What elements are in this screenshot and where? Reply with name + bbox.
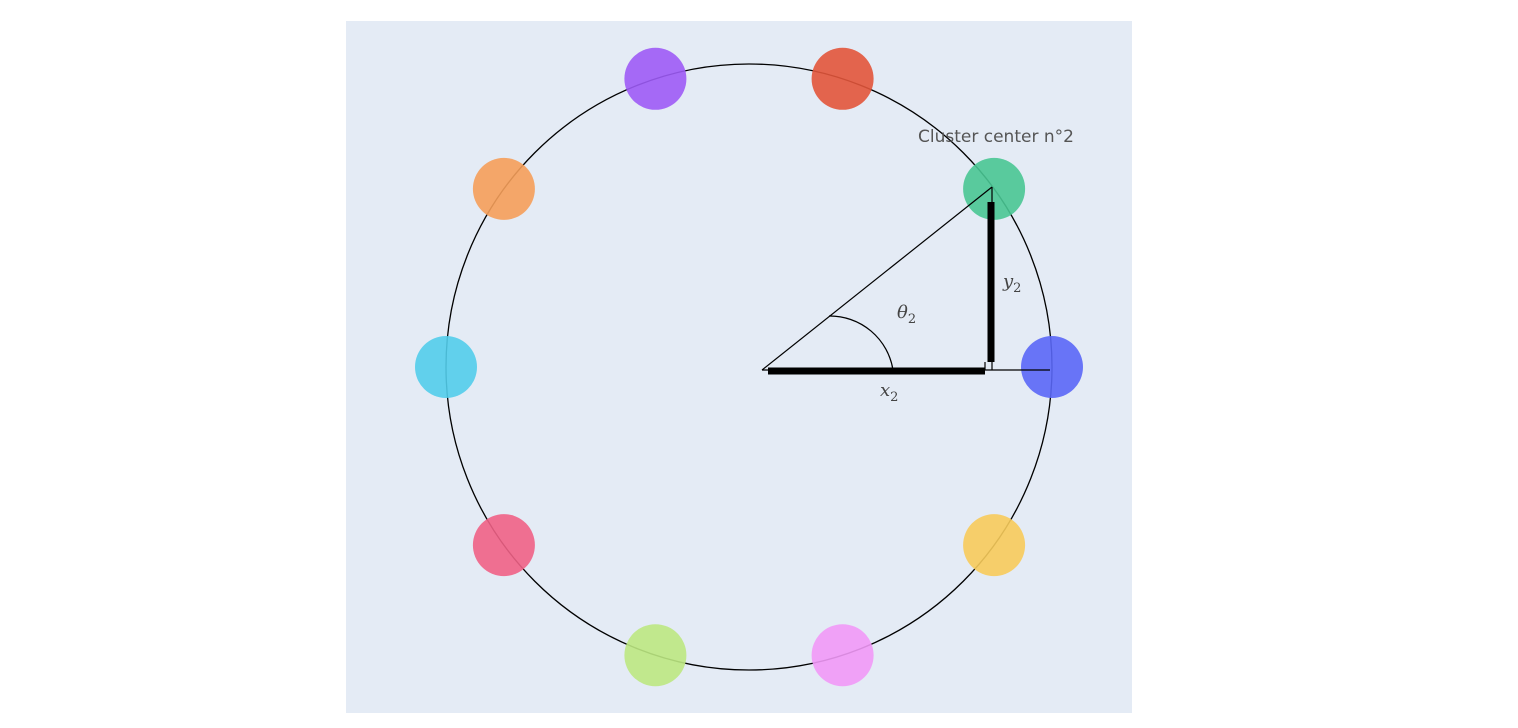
y-label: y2 xyxy=(1002,271,1021,296)
theta-arc xyxy=(828,315,894,371)
x-label: x2 xyxy=(880,380,898,405)
cluster-center-1 xyxy=(963,157,1026,220)
cluster-center-2 xyxy=(811,47,874,110)
cluster-center-5 xyxy=(415,336,477,398)
cluster-center-6 xyxy=(472,514,535,577)
cluster-center-3 xyxy=(624,47,687,110)
cluster-center-0 xyxy=(1021,336,1083,398)
radius-line xyxy=(761,186,993,371)
theta-label: θ2 xyxy=(897,302,916,327)
cluster-center-4 xyxy=(472,157,535,220)
cluster-center-8 xyxy=(811,624,874,687)
cluster-center-9 xyxy=(963,514,1026,577)
cluster-centers xyxy=(415,47,1083,687)
cluster-annotation-label: Cluster center n°2 xyxy=(918,127,1074,147)
cluster-center-7 xyxy=(624,624,687,687)
